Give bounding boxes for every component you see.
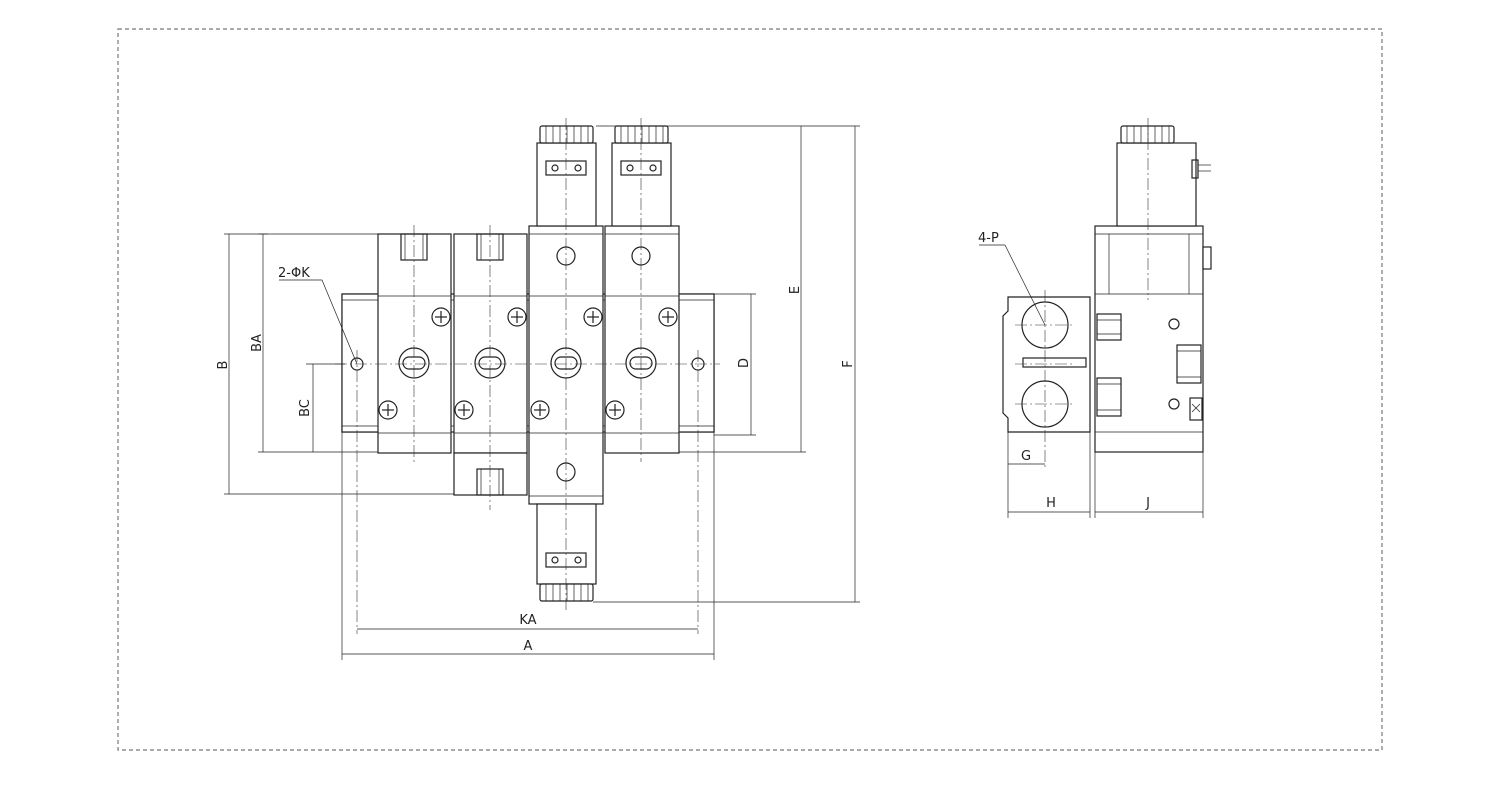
label-g: G <box>1021 449 1031 464</box>
label-h: H <box>1046 496 1056 511</box>
sub-base <box>1002 296 1091 433</box>
label-e: E <box>788 286 803 294</box>
front-view: 2-ΦK B BA BC D E F KA <box>216 118 860 660</box>
label-j: J <box>1145 496 1150 511</box>
label-bc: BC <box>298 399 313 417</box>
label-ba: BA <box>250 334 265 352</box>
coil-side <box>1116 142 1197 227</box>
manual-override-buttons <box>398 347 657 379</box>
valve-body-side <box>1094 225 1204 453</box>
label-ports: 4-P <box>978 231 999 246</box>
valve-station-4 <box>604 118 680 462</box>
valve-station-1 <box>377 225 452 462</box>
label-a: A <box>524 639 533 654</box>
valve-station-3 <box>528 118 604 610</box>
label-d: D <box>737 358 752 368</box>
label-mount-holes: 2-ΦK <box>278 266 310 281</box>
mounting-screws <box>378 307 678 420</box>
valve-station-2 <box>453 225 528 510</box>
label-f: F <box>841 360 856 367</box>
side-view: 4-P G H J <box>978 118 1212 518</box>
drawing-frame <box>117 28 1383 751</box>
label-b: B <box>216 361 231 370</box>
label-ka: KA <box>519 613 536 628</box>
